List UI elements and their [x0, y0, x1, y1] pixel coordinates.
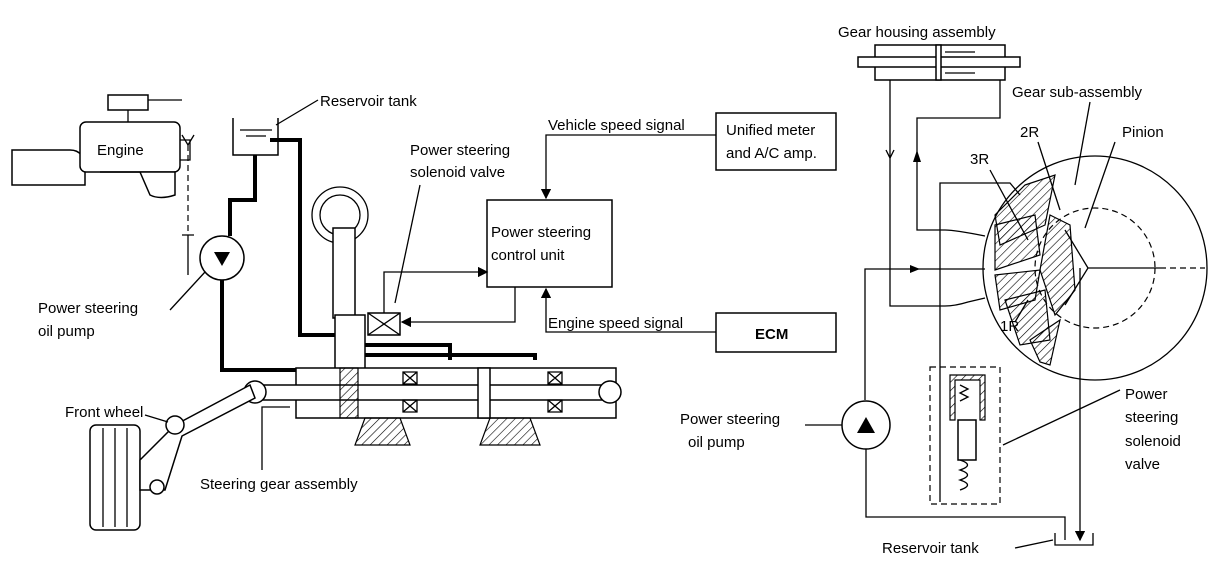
steering-gear-label: Steering gear assembly — [200, 476, 358, 493]
steering-gear-assembly: Steering gear assembly — [200, 343, 622, 493]
gear-housing — [857, 44, 1021, 81]
reservoir-tank-label: Reservoir tank — [320, 93, 417, 110]
solenoid-valve-right-label-3: solenoid — [1125, 433, 1181, 450]
1r-label: 1R — [1000, 318, 1019, 335]
3r-label: 3R — [970, 151, 989, 168]
gear-housing-label: Gear housing assembly — [838, 24, 996, 41]
front-wheel-label: Front wheel — [65, 404, 143, 421]
ecm: ECM — [715, 312, 837, 353]
gear-sub-assembly — [982, 155, 1208, 381]
oil-pump-label-2: oil pump — [38, 323, 95, 340]
reservoir-tank-right-label: Reservoir tank — [882, 540, 979, 557]
control-unit-label-2: control unit — [491, 247, 565, 264]
engine: Engine — [11, 94, 191, 199]
unified-meter-label: Unified meter — [726, 122, 815, 139]
solenoid-valve-label: Power steering — [410, 142, 510, 159]
reservoir-tank-left: Reservoir tank — [232, 93, 417, 156]
unified-meter: Unified meter and A/C amp. — [715, 112, 837, 171]
oil-pump-right: Power steering oil pump — [680, 400, 1066, 540]
oil-pump-label: Power steering — [38, 300, 138, 317]
pinion-label: Pinion — [1122, 124, 1164, 141]
reservoir-tank-right — [1054, 533, 1094, 546]
gear-sub-label: Gear sub-assembly — [1012, 84, 1143, 101]
oil-pump-right-label: Power steering — [680, 411, 780, 428]
oil-pump-left: Power steering oil pump — [38, 235, 245, 340]
2r-label: 2R — [1020, 124, 1039, 141]
solenoid-valve-right-label-2: steering — [1125, 409, 1178, 426]
oil-pump-right-label-2: oil pump — [688, 434, 745, 451]
engine-label: Engine — [97, 142, 144, 159]
control-unit-label: Power steering — [491, 224, 591, 241]
ecm-label: ECM — [755, 326, 788, 343]
pressure-hose — [270, 138, 340, 337]
solenoid-valve-right-label-4: valve — [1125, 456, 1160, 473]
unified-meter-label-2: and A/C amp. — [726, 145, 817, 162]
control-unit: Power steering control unit — [486, 199, 613, 288]
engine-speed-signal-label: Engine speed signal — [548, 315, 683, 332]
steering-column: Power steering solenoid valve — [311, 142, 510, 371]
front-wheel: Front wheel — [65, 383, 256, 531]
solenoid-valve-right-label: Power — [1125, 386, 1168, 403]
solenoid-valve-label-2: solenoid valve — [410, 164, 505, 181]
vehicle-speed-signal-label: Vehicle speed signal — [548, 117, 685, 134]
solenoid-valve-right — [929, 366, 1121, 505]
